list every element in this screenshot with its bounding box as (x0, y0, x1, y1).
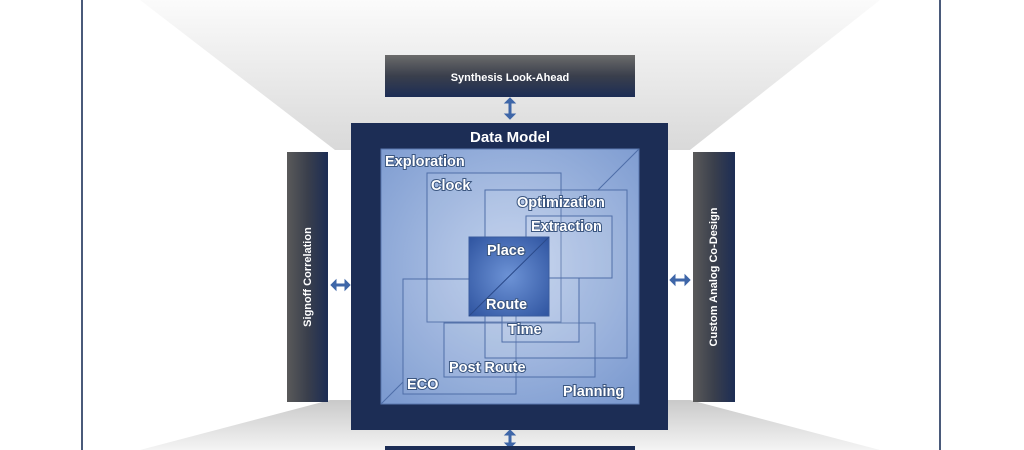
custom-analog-box: Custom Analog Co-Design (693, 152, 735, 402)
stage-post-route: Post Route (449, 360, 526, 376)
bottom-box (385, 446, 635, 450)
stage-time: Time (508, 322, 542, 338)
custom-analog-label: Custom Analog Co-Design (708, 207, 720, 346)
post-route-region (443, 322, 596, 378)
stage-exploration: Exploration (385, 154, 465, 170)
stage-route: Route (486, 297, 527, 313)
stage-clock: Clock (431, 178, 471, 194)
stage-optimization: Optimization (517, 195, 605, 211)
data-model-box: Data Model Exploration Clock Optimizatio… (351, 123, 668, 430)
data-model-title: Data Model (470, 129, 550, 146)
synthesis-label: Synthesis Look-Ahead (451, 72, 570, 84)
stage-extraction: Extraction (531, 219, 602, 235)
signoff-correlation-box: Signoff Correlation (287, 152, 328, 402)
synthesis-look-ahead-box: Synthesis Look-Ahead (385, 55, 635, 97)
stage-planning: Planning (563, 384, 624, 400)
stage-eco: ECO (407, 377, 438, 393)
arrow-icons (330, 97, 691, 449)
stage-place: Place (487, 243, 525, 259)
signoff-label: Signoff Correlation (302, 227, 314, 327)
